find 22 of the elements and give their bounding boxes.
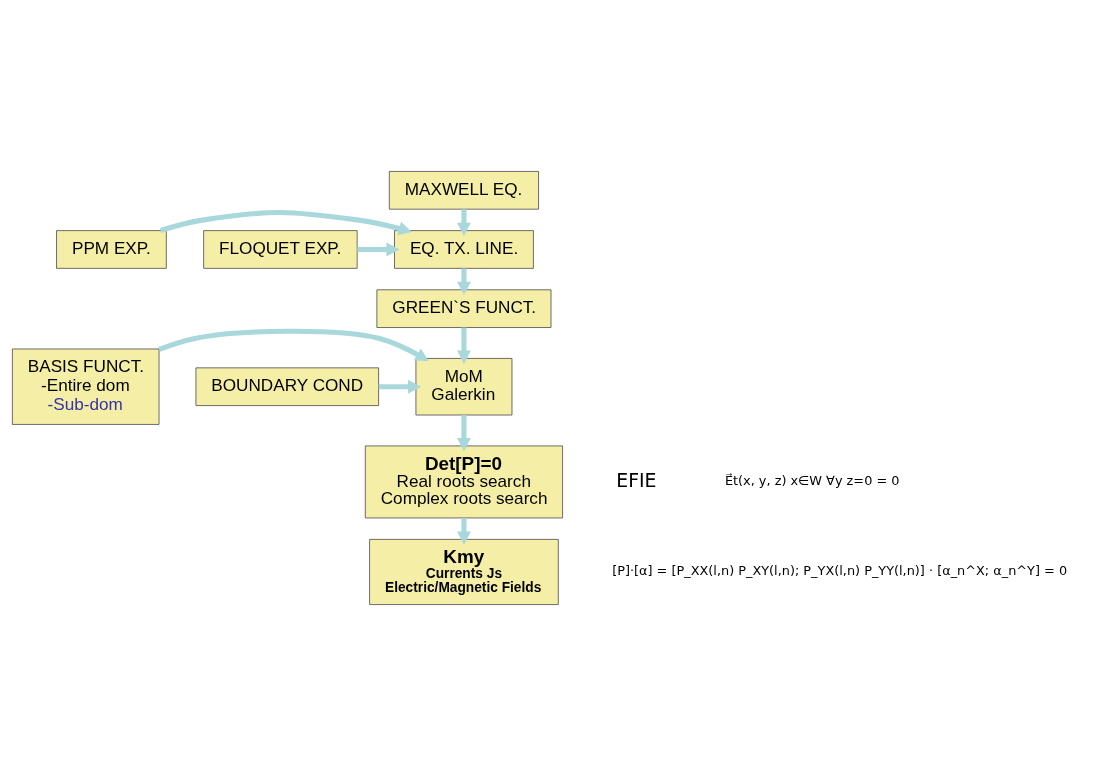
node-box: Kmy Currents Js Electric/Magnetic Fields xyxy=(369,538,559,605)
arrow xyxy=(357,242,400,256)
node-box: PPM EXP. xyxy=(56,229,167,269)
label: E⃗t(x, y, z) x∈W ∀y z=0 = 0 xyxy=(724,472,900,488)
node-box: MAXWELL EQ. xyxy=(388,170,539,210)
arrow xyxy=(456,517,471,545)
node-box: EQ. TX. LINE. xyxy=(394,229,534,269)
arrow xyxy=(456,268,471,295)
node-box: GREEN`S FUNCT. xyxy=(376,288,552,328)
label: EFIE xyxy=(616,468,657,491)
arrow xyxy=(158,328,429,361)
arrow xyxy=(456,208,471,236)
node-box: FLOQUET EXP. xyxy=(203,229,358,269)
node-box: Det[P]=0 Real roots search Complex roots search xyxy=(364,444,563,518)
arrow xyxy=(378,379,422,394)
arrow xyxy=(456,327,471,364)
arrow xyxy=(456,414,471,451)
label: [P]·[α] = [P_XX(l,n) P_XY(l,n); P_YX(l,n) P_YY(l,n)] · [α_n^X; α_n^Y] = 0 xyxy=(612,562,1068,578)
node-box: MoM Galerkin xyxy=(415,357,513,415)
arrow xyxy=(159,209,412,235)
node-box: BOUNDARY COND xyxy=(195,366,380,406)
node-box: BASIS FUNCT. -Entire dom -Sub-dom xyxy=(11,348,160,425)
